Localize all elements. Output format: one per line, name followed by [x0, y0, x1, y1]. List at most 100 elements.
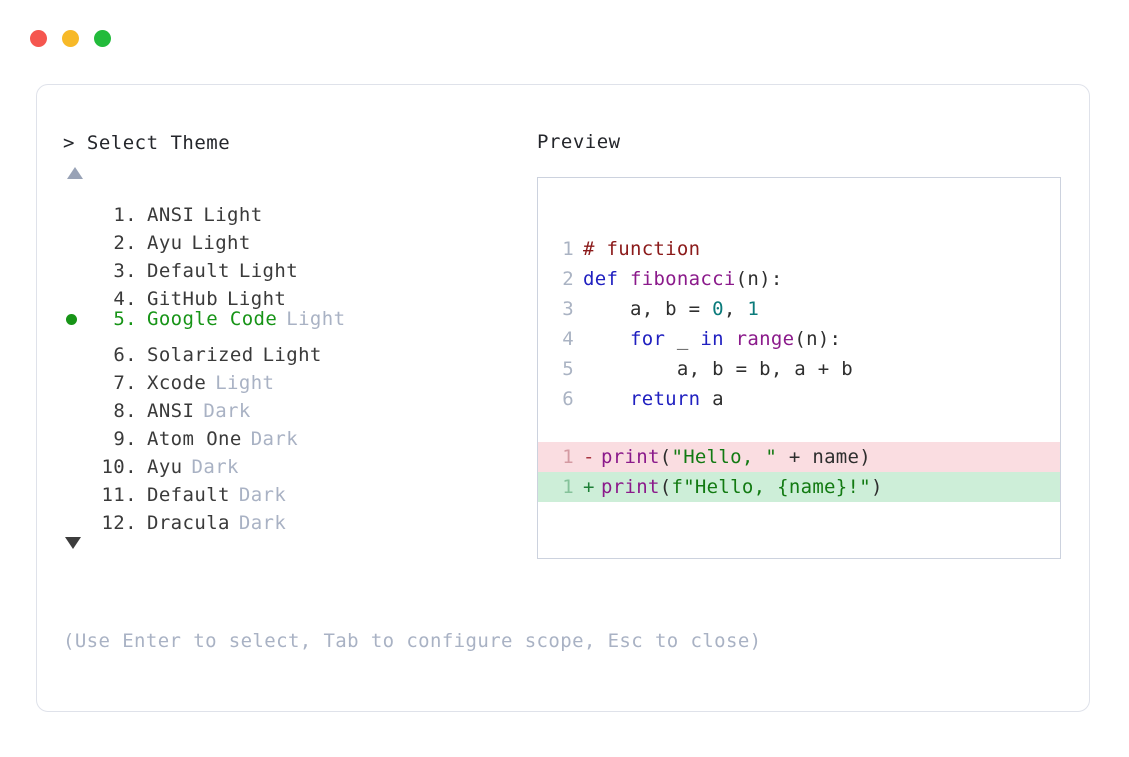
- diff-line-text: print("Hello, " + name): [592, 442, 871, 472]
- selection-indicator: [63, 361, 93, 389]
- theme-item-index: 1.: [113, 204, 137, 226]
- selection-indicator: [63, 277, 93, 305]
- code-token: ): [871, 476, 883, 498]
- code-token: print: [601, 446, 660, 468]
- code-token: def: [583, 268, 630, 290]
- diff-line-text: print(f"Hello, {name}!"): [592, 472, 883, 502]
- code-line: 4 for _ in range(n):: [538, 324, 1060, 354]
- code-line-text: def fibonacci(n):: [574, 264, 783, 294]
- code-token: for: [629, 328, 666, 350]
- code-token: [724, 328, 736, 350]
- theme-item-name: Xcode: [147, 372, 207, 394]
- page-title: > Select Theme: [63, 132, 231, 154]
- code-line-number: 2: [562, 268, 574, 290]
- theme-list-item[interactable]: 7. Xcode Light: [63, 361, 533, 394]
- selected-bullet-icon: [66, 313, 77, 325]
- theme-item-name: Ayu: [147, 456, 183, 478]
- theme-item-index: 10.: [101, 456, 137, 478]
- diff-line-add: 1 +print(f"Hello, {name}!"): [538, 472, 1060, 502]
- theme-item-variant: Light: [238, 260, 299, 282]
- theme-item-variant: Light: [203, 204, 263, 226]
- theme-item-variant: Dark: [250, 428, 299, 450]
- code-token: (n):: [794, 328, 842, 350]
- triangle-down-icon[interactable]: [65, 537, 81, 549]
- theme-list-item[interactable]: 6. Solarized Light: [63, 333, 533, 366]
- selection-indicator: [63, 445, 93, 473]
- theme-item-name: Atom One: [147, 428, 242, 450]
- minimize-window-button[interactable]: [62, 30, 79, 47]
- theme-item-name: ANSI: [147, 204, 195, 226]
- theme-item-variant: Light: [227, 288, 287, 310]
- selection-indicator: [63, 501, 93, 529]
- code-line-number: 5: [562, 358, 574, 380]
- diff-line-del: 1-print("Hello, " + name): [538, 442, 1060, 472]
- code-token: (n):: [735, 268, 783, 290]
- keyboard-hint: (Use Enter to select, Tab to configure s…: [63, 630, 762, 652]
- code-token: _: [665, 328, 701, 350]
- theme-item-index: 11.: [101, 484, 137, 506]
- code-token: "Hello, ": [671, 446, 778, 468]
- code-line-number: 1: [562, 238, 574, 260]
- diff-sign: +: [583, 476, 595, 498]
- theme-list-item[interactable]: 5. Google Code Light: [63, 305, 533, 333]
- preview-label: Preview: [537, 131, 621, 153]
- theme-item-index: 2.: [113, 232, 137, 254]
- theme-item-index: 7.: [113, 372, 137, 394]
- close-window-button[interactable]: [30, 30, 47, 47]
- triangle-up-icon[interactable]: [67, 167, 83, 179]
- theme-item-index: 4.: [113, 288, 137, 310]
- selection-indicator: [63, 473, 93, 501]
- code-line-number: 6: [562, 388, 574, 410]
- theme-item-variant: Dark: [203, 400, 251, 422]
- code-line-text: # function: [574, 234, 700, 264]
- theme-item-name: Solarized: [147, 344, 254, 366]
- code-token: # function: [583, 238, 701, 260]
- theme-item-index: 3.: [113, 260, 137, 282]
- maximize-window-button[interactable]: [94, 30, 111, 47]
- window-traffic-lights: [30, 30, 111, 47]
- theme-item-variant: Dark: [238, 512, 287, 534]
- diff-line-number: 1: [562, 476, 574, 498]
- theme-item-name: Google Code: [147, 307, 278, 330]
- code-token: fibonacci: [629, 268, 736, 290]
- code-blank-line: [538, 414, 1060, 442]
- code-line-number: 4: [562, 328, 574, 350]
- code-token: in: [700, 328, 724, 350]
- code-line: 3 a, b = 0, 1: [538, 294, 1060, 324]
- code-token: return: [629, 388, 701, 410]
- code-line-text: a, b = b, a + b: [574, 354, 853, 384]
- selection-indicator: [63, 333, 93, 361]
- code-token: a, b =: [583, 298, 713, 320]
- code-token: print: [601, 476, 660, 498]
- selection-indicator: [63, 193, 93, 221]
- theme-item-index: 5.: [113, 307, 137, 330]
- selection-indicator: [63, 389, 93, 417]
- code-token: (: [659, 476, 672, 498]
- theme-list-item[interactable]: 10. Ayu Dark: [63, 445, 533, 478]
- theme-item-variant: Light: [286, 307, 346, 330]
- code-token: (: [659, 446, 672, 468]
- code-line: 5 a, b = b, a + b: [538, 354, 1060, 384]
- theme-item-index: 8.: [113, 400, 137, 422]
- theme-item-variant: Light: [262, 344, 322, 366]
- code-token: + name): [777, 446, 872, 468]
- theme-item-variant: Light: [191, 232, 251, 254]
- code-token: [583, 388, 630, 410]
- selection-indicator: [63, 249, 93, 277]
- theme-item-index: 6.: [113, 344, 137, 366]
- theme-list-item[interactable]: 1. ANSI Light: [63, 193, 533, 226]
- theme-item-variant: Dark: [191, 456, 239, 478]
- theme-item-variant: Light: [215, 372, 275, 394]
- code-line-text: for _ in range(n):: [574, 324, 841, 354]
